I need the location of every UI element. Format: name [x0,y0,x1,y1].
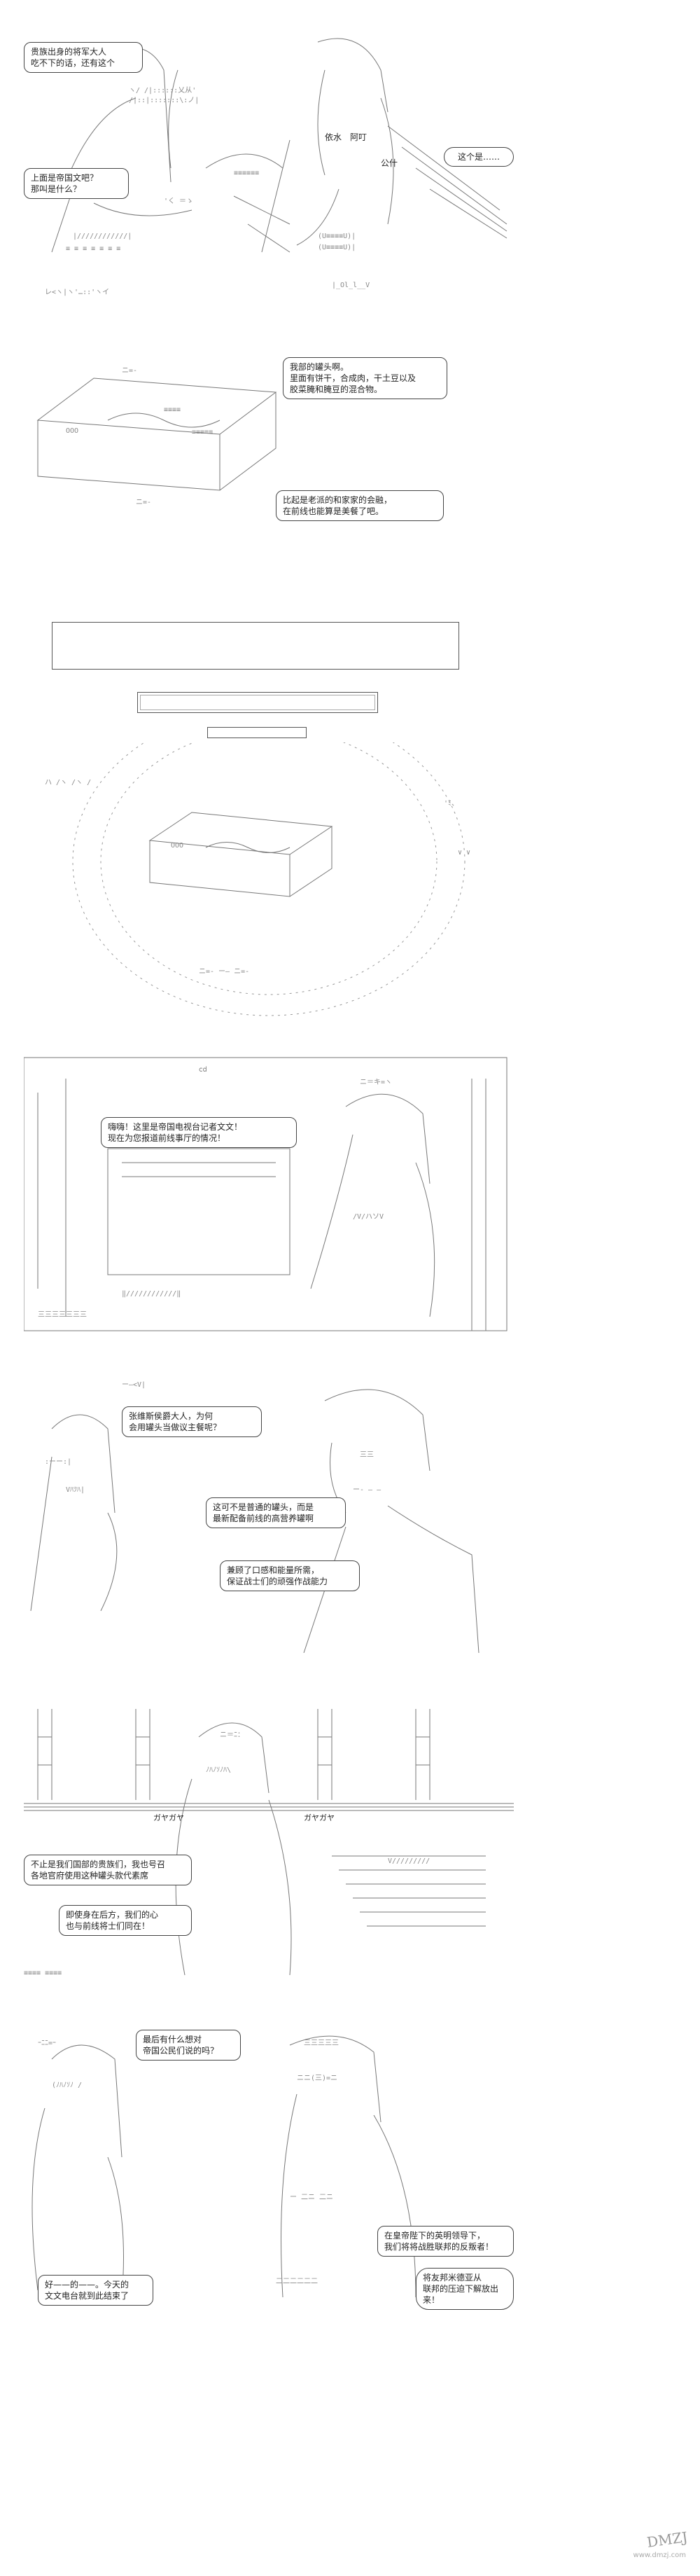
ascii-art-interview: ー—<V| :ーー:| Vﾊﾂﾊ| 三三 ー‐ ― ― [30,1381,479,1653]
svg-text:Vﾊﾂﾊ|: Vﾊﾂﾊ| [66,1486,85,1494]
speech-bubble-reporter: 嗨嗨！这里是帝国电视台记者文文！ 现在为您报道前线事厅的情况！ [101,1117,297,1148]
speech-bubble-bottom: 比起是老派的和家家的会融， 在前线也能算是美餐了吧。 [276,490,444,521]
caption-box-small [137,692,378,713]
panel-5: ー—<V| :ーー:| Vﾊﾂﾊ| 三三 ー‐ ― ― 张维斯侯爵大人，为何 会… [24,1373,514,1653]
svg-text:‖////////////‖: ‖////////////‖ [122,1290,181,1298]
svg-text:≡≡≡≡≡≡: ≡≡≡≡≡≡ [234,169,259,177]
svg-text:'く ＝ゝ: 'く ＝ゝ [164,198,193,205]
svg-text:∨ ∨: ∨ ∨ [458,849,470,857]
ascii-art-can-glow: OOO ハ /ヽ /ヽ / 'ﾐ、 ∨ ∨ ニ=- ー— ニ=- [45,742,470,1016]
svg-text:レ<ヽ|ヽ'…::'ヽイ: レ<ヽ|ヽ'…::'ヽイ [45,289,109,296]
svg-text:ー—<V|: ー—<V| [122,1381,146,1389]
sign-label: 公什 [381,158,398,168]
ascii-art-can: ニ=- OOO ≡≡≡≡ ≡≡≡≡≡ ニ=- [36,367,277,506]
svg-text:/|::|:::::::\:ノ|: /|::|:::::::\:ノ| [129,97,199,104]
can-label-ooo-2: OOO [171,842,183,850]
caption-box-large [52,622,459,670]
svg-text:ニ=- ー— ニ=-: ニ=- ー— ニ=- [199,968,249,976]
svg-text:三三三三三三三: 三三三三三三三 [38,1311,87,1319]
svg-text:ニ＝キ=ヽ: ニ＝キ=ヽ [360,1079,392,1086]
svg-text:三三: 三三 [360,1451,374,1459]
svg-text:ﾉﾊﾉｿﾉﾊ\: ﾉﾊﾉｿﾉﾊ\ [206,1766,231,1774]
svg-text:ー 二ニ 二ニ: ー 二ニ 二ニ [290,2194,333,2201]
svg-text:(U≡≡≡≡U)|: (U≡≡≡≡U)| [318,244,356,251]
ascii-art-ending: ｰﾆﾆ=ｰ (ﾉﾊﾉｿﾉ / 三三三三三 ニニ(三)=ニ ー 二ニ 二ニ 二二二… [31,2035,416,2298]
can-label-ooo: OOO [66,427,78,435]
speech-bubble-outro: 好——的——。今天的 文文电台就到此结束了 [38,2275,153,2306]
caption-box-tiny [207,727,307,738]
svg-text:ー‐ ― ―: ー‐ ― ― [353,1486,382,1494]
svg-text:≡≡≡≡: ≡≡≡≡ [164,406,181,414]
speech-bubble-emperor: 在皇帝陛下的英明领导下， 我们将将战胜联邦的反叛者！ [377,2226,514,2257]
svg-text:(U≡≡≡≡U)|: (U≡≡≡≡U)| [318,233,356,240]
ascii-art-crowd: ニ＝ﾆ： ﾉﾊﾉｿﾉﾊ\ V///////// ≡≡≡≡ ≡≡≡≡ [24,1709,514,1977]
svg-text:V/////////: V///////// [388,1857,430,1865]
svg-text:ニ=-: ニ=- [122,367,137,375]
svg-text:|_Ol_l__V: |_Ol_l__V [332,282,370,289]
svg-text:ヽ/ /|::::::乂从': ヽ/ /|::::::乂从' [129,87,196,95]
panel-2: ニ=- OOO ≡≡≡≡ ≡≡≡≡≡ ニ=- 我部的罐头啊。 里面有饼干，合成肉… [24,336,514,602]
svg-text:'ﾐ、: 'ﾐ、 [444,800,458,808]
svg-text::ーー:|: :ーー:| [45,1458,71,1466]
sfx-label-left: ガヤガヤ [153,1813,184,1822]
ascii-art-reporter: ⅽⅾ ニ＝キ=ヽ /V/ハソV ‖////////////‖ 三三三三三三三 [24,1057,507,1331]
speech-bubble-left-top: 贵族出身的将军大人 吃不下的话，还有这个 [24,42,143,73]
panel-4: ⅽⅾ ニ＝キ=ヽ /V/ハソV ‖////////////‖ 三三三三三三三 嗨… [24,1051,514,1345]
svg-text:ｰﾆﾆ=ｰ: ｰﾆﾆ=ｰ [38,2040,56,2047]
svg-text:/V/ハソV: /V/ハソV [353,1213,384,1221]
svg-text:ⅽⅾ: ⅽⅾ [199,1066,207,1074]
svg-text:ニ＝ﾆ：: ニ＝ﾆ： [220,1731,244,1739]
svg-text:(ﾉﾊﾉｿﾉ /: (ﾉﾊﾉｿﾉ / [52,2082,82,2089]
watermark-url: www.dmzj.com [633,2551,686,2559]
ascii-art-panel-1: ヽ/ /|::::::乂从' /|::|:::::::\:ノ| |///////… [45,38,507,296]
svg-text:ニ=-: ニ=- [136,499,151,506]
speech-bubble-right: 这个是…… [444,147,514,167]
speech-bubble-top: 我部的罐头啊。 里面有饼干，合成肉，干土豆以及 胶菜腌和腌豆的混合物。 [283,357,447,399]
svg-text:ニニ(三)=ニ: ニニ(三)=ニ [297,2075,337,2082]
panel-1: ヽ/ /|::::::乂从' /|::|:::::::\:ノ| |///////… [24,28,514,308]
panel-3: OOO ハ /ヽ /ヽ / 'ﾐ、 ∨ ∨ ニ=- ー— ニ=- [24,742,514,1023]
svg-text:|////////////|: |////////////| [73,233,132,240]
speech-bubble-liberate: 将友邦米德亚从 联邦的压迫下解放出来！ [416,2268,514,2310]
speech-bubble-left-mid: 上面是帝国文吧？ 那叫是什么？ [24,168,129,199]
svg-text:二二二二二二: 二二二二二二 [276,2278,318,2285]
speech-bubble-final-question: 最后有什么想对 帝国公民们说的吗？ [136,2030,241,2061]
name-label: 依水 阿叮 [325,132,368,142]
panel-6: ニ＝ﾆ： ﾉﾊﾉｿﾉﾊ\ V///////// ≡≡≡≡ ≡≡≡≡ ガヤガヤ ガ… [24,1695,514,1989]
speech-bubble-question: 张维斯侯爵大人，为何 会用罐头当做议主餐呢？ [122,1406,262,1437]
watermark-logo: DMZJ [645,2528,689,2551]
speech-bubble-answer-2: 兼顾了口感和能量所需， 保证战士们的顽强作战能力 [220,1560,360,1591]
speech-bubble-noble: 不止是我们国部的贵族们，我也号召 各地官府使用这种罐头款代素席 [24,1855,192,1885]
svg-text:≡ ≡ ≡ ≡ ≡ ≡ ≡: ≡ ≡ ≡ ≡ ≡ ≡ ≡ [66,245,120,253]
sfx-label-right: ガヤガヤ [304,1813,335,1822]
svg-text:三三三三三: 三三三三三 [304,2040,339,2047]
speech-bubble-heart: 即使身在后方，我们的心 也与前线将士们同在！ [59,1905,192,1936]
svg-text:≡≡≡≡≡: ≡≡≡≡≡ [192,429,213,436]
svg-text:≡≡≡≡ ≡≡≡≡: ≡≡≡≡ ≡≡≡≡ [24,1969,62,1977]
panel-7: ｰﾆﾆ=ｰ (ﾉﾊﾉｿﾉ / 三三三三三 ニニ(三)=ニ ー 二ニ 二ニ 二二二… [24,2017,514,2325]
speech-bubble-answer-1: 这可不是普通的罐头，而是 最新配备前线的高营养罐啊 [206,1497,346,1528]
svg-text:ハ /ヽ /ヽ /: ハ /ヽ /ヽ / [45,779,91,787]
